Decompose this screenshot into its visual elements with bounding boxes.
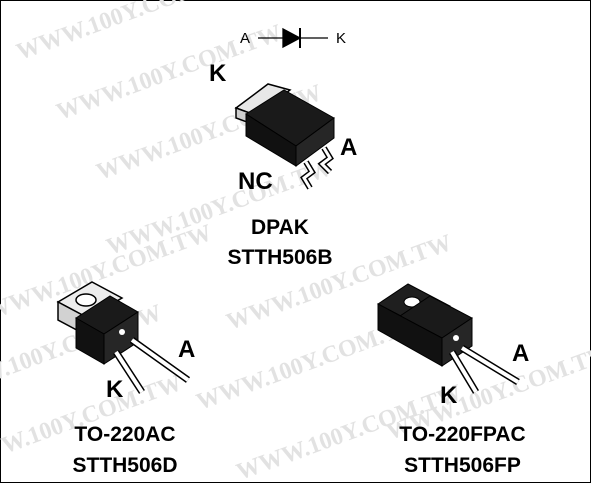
dpak-pin-k-label: K <box>209 60 227 87</box>
to220fpac-package-name: TO-220FPAC <box>399 423 526 446</box>
diode-anode-label: A <box>240 30 251 47</box>
to220ac-package-name: TO-220AC <box>74 423 176 446</box>
diode-cathode-label: K <box>336 30 347 47</box>
to220ac-pin-k-label: K <box>106 376 124 403</box>
to220ac-pin-a-label: A <box>178 336 196 363</box>
to220fpac-pin-k-label: K <box>440 382 458 409</box>
dpak-part-number: STTH506B <box>227 246 333 269</box>
dpak-package-drawing <box>234 83 335 190</box>
to220ac-part-number: STTH506D <box>72 454 178 477</box>
to220fpac-package-drawing <box>377 283 520 394</box>
dpak-package-name: DPAK <box>251 216 309 239</box>
diode-symbol <box>258 27 328 49</box>
dpak-pin-a-label: A <box>340 134 358 161</box>
to220fpac-pin-a-label: A <box>512 340 530 367</box>
dpak-pin-nc-label: NC <box>238 168 273 195</box>
to220ac-package-drawing <box>56 281 191 394</box>
to220fpac-part-number: STTH506FP <box>404 454 521 477</box>
